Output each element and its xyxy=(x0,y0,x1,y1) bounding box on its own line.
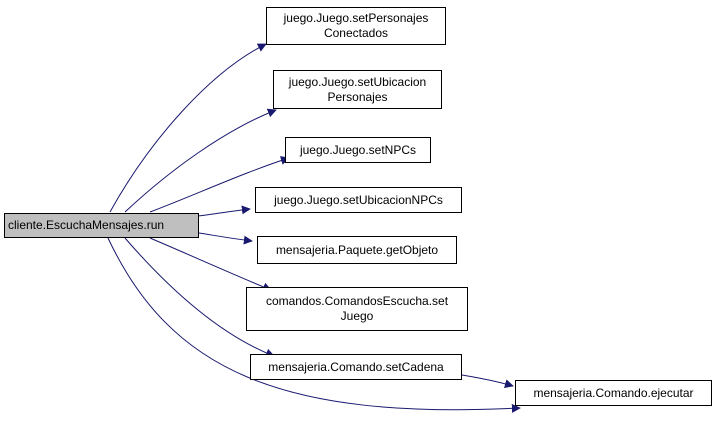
node-label: mensajeria.Paquete.getObjeto xyxy=(275,242,439,257)
edge-root-to-setPersonajes xyxy=(109,43,267,213)
node-set-ubicacion-npcs[interactable]: juego.Juego.setUbicacionNPCs xyxy=(255,187,462,213)
node-label: juego.Juego.setUbicacionNPCs xyxy=(274,192,443,207)
edge-root-to-setUbicacion xyxy=(124,108,277,213)
node-set-npcs[interactable]: juego.Juego.setNPCs xyxy=(285,137,431,163)
node-label: comandos.ComandosEscucha.set Juego xyxy=(265,294,449,323)
node-label: mensajeria.Comando.ejecutar xyxy=(533,385,694,400)
node-label: juego.Juego.setUbicacion Personajes xyxy=(288,74,427,104)
node-set-juego[interactable]: comandos.ComandosEscucha.set Juego xyxy=(246,287,468,331)
node-set-personajes-conectados[interactable]: juego.Juego.setPersonajes Conectados xyxy=(266,7,446,45)
node-get-objeto[interactable]: mensajeria.Paquete.getObjeto xyxy=(257,236,457,264)
edge-root-to-setCadena xyxy=(124,237,275,358)
edge-root-to-setUbicacionNPCs xyxy=(197,205,251,217)
edge-root-to-setNPCs xyxy=(149,156,290,213)
edge-root-to-ejecutar xyxy=(107,237,521,413)
node-escucha-mensajes-run[interactable]: cliente.EscuchaMensajes.run xyxy=(4,213,199,238)
edge-root-to-getObjeto xyxy=(198,232,253,245)
node-set-cadena[interactable]: mensajeria.Comando.setCadena xyxy=(250,354,462,380)
node-label: mensajeria.Comando.setCadena xyxy=(268,359,444,374)
edge-root-to-setJuego xyxy=(149,237,272,292)
node-label: juego.Juego.setPersonajes Conectados xyxy=(283,11,429,40)
node-label: cliente.EscuchaMensajes.run xyxy=(8,218,165,232)
node-label: juego.Juego.setNPCs xyxy=(299,142,417,157)
node-set-ubicacion-personajes[interactable]: juego.Juego.setUbicacion Personajes xyxy=(273,70,442,109)
node-comando-ejecutar[interactable]: mensajeria.Comando.ejecutar xyxy=(515,380,712,406)
edge-setCadena-to-ejecutar xyxy=(461,374,514,389)
